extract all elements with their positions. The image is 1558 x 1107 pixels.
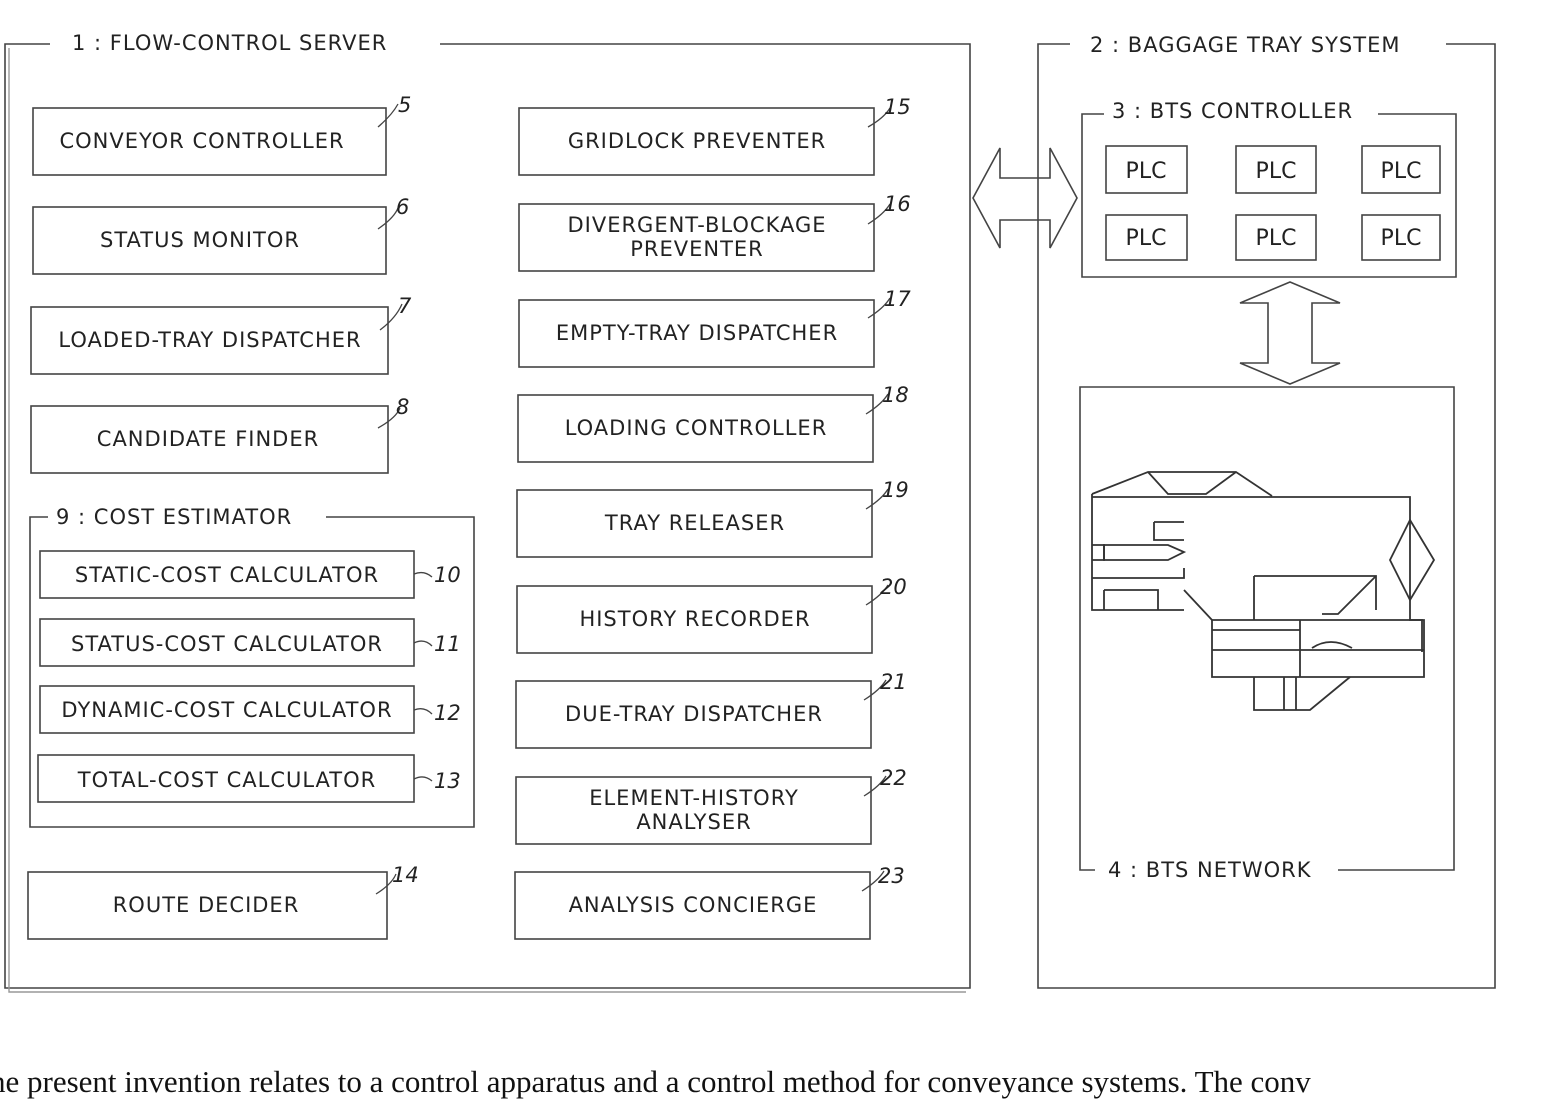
plc-unit: PLC [1236, 215, 1316, 260]
ref-number: 8 [396, 395, 409, 419]
ref-number: 10 [434, 563, 461, 587]
module-label-line2: PREVENTER [630, 237, 764, 261]
module-status-monitor: STATUS MONITOR 6 [33, 195, 409, 274]
plc-unit: PLC [1362, 146, 1440, 193]
controller-network-link-arrow [1240, 282, 1340, 384]
module-history-recorder: HISTORY RECORDER 20 [517, 575, 907, 653]
calculator-label: STATIC-COST CALCULATOR [75, 563, 379, 587]
module-analysis-concierge: ANALYSIS CONCIERGE 23 [515, 864, 905, 939]
module-label: ANALYSIS CONCIERGE [569, 893, 818, 917]
module-label: TRAY RELEASER [604, 511, 785, 535]
module-label: GRIDLOCK PREVENTER [568, 129, 826, 153]
module-label: LOADED-TRAY DISPATCHER [58, 328, 361, 352]
module-label: DUE-TRAY DISPATCHER [565, 702, 823, 726]
plc-label: PLC [1256, 226, 1297, 251]
ref-number: 21 [880, 670, 907, 694]
module-label: DIVERGENT-BLOCKAGE [567, 213, 826, 237]
plc-label: PLC [1126, 226, 1167, 251]
bts-network-title: 4 : BTS NETWORK [1108, 858, 1312, 882]
dynamic-cost-calculator: DYNAMIC-COST CALCULATOR 12 [40, 686, 461, 733]
module-label: STATUS MONITOR [100, 228, 300, 252]
plc-unit: PLC [1106, 215, 1187, 260]
calculator-label: DYNAMIC-COST CALCULATOR [61, 698, 392, 722]
conveyor-network-drawing [1092, 472, 1434, 710]
body-text-caption: he present invention relates to a contro… [0, 1064, 1558, 1100]
cost-estimator-title: 9 : COST ESTIMATOR [56, 505, 292, 529]
total-cost-calculator: TOTAL-COST CALCULATOR 13 [38, 755, 461, 802]
module-label: CONVEYOR CONTROLLER [59, 129, 344, 153]
plc-label: PLC [1381, 159, 1422, 184]
module-route-decider: ROUTE DECIDER 14 [28, 863, 419, 939]
ref-number: 22 [880, 766, 907, 790]
module-empty-tray-dispatcher: EMPTY-TRAY DISPATCHER 17 [519, 287, 911, 367]
flow-control-server-title: 1 : FLOW-CONTROL SERVER [72, 31, 387, 55]
bts-controller: 3 : BTS CONTROLLER PLC PLC PLC PLC PLC [1082, 99, 1456, 277]
server-bts-link-arrow [973, 148, 1077, 248]
calculator-label: STATUS-COST CALCULATOR [71, 632, 383, 656]
plc-unit: PLC [1362, 215, 1440, 260]
ref-number: 23 [878, 864, 905, 888]
plc-label: PLC [1126, 159, 1167, 184]
ref-number: 13 [434, 769, 461, 793]
ref-number: 6 [396, 195, 409, 219]
ref-number: 19 [882, 478, 909, 502]
plc-unit: PLC [1236, 146, 1316, 193]
module-label-line2: ANALYSER [636, 810, 751, 834]
module-due-tray-dispatcher: DUE-TRAY DISPATCHER 21 [516, 670, 907, 748]
module-loaded-tray-dispatcher: LOADED-TRAY DISPATCHER 7 [31, 294, 412, 374]
baggage-tray-system-title: 2 : BAGGAGE TRAY SYSTEM [1090, 33, 1400, 57]
flow-control-server: 1 : FLOW-CONTROL SERVER CONVEYOR CONTROL… [5, 31, 970, 992]
plc-label: PLC [1381, 226, 1422, 251]
bts-network: 4 : BTS NETWORK [1080, 387, 1454, 882]
module-conveyor-controller: CONVEYOR CONTROLLER 5 [33, 93, 411, 175]
plc-label: PLC [1256, 159, 1297, 184]
ref-number: 15 [884, 95, 911, 119]
calculator-label: TOTAL-COST CALCULATOR [77, 768, 376, 792]
ref-number: 7 [398, 294, 412, 318]
module-label: LOADING CONTROLLER [565, 416, 828, 440]
ref-number: 11 [434, 632, 461, 656]
ref-number: 17 [884, 287, 911, 311]
module-label: EMPTY-TRAY DISPATCHER [556, 321, 838, 345]
module-candidate-finder: CANDIDATE FINDER 8 [31, 395, 409, 473]
static-cost-calculator: STATIC-COST CALCULATOR 10 [40, 551, 461, 598]
baggage-tray-system: 2 : BAGGAGE TRAY SYSTEM 3 : BTS CONTROLL… [1038, 33, 1495, 988]
cost-estimator: 9 : COST ESTIMATOR STATIC-COST CALCULATO… [30, 505, 474, 827]
ref-number: 16 [884, 192, 911, 216]
module-tray-releaser: TRAY RELEASER 19 [517, 478, 909, 557]
module-gridlock-preventer: GRIDLOCK PREVENTER 15 [519, 95, 911, 175]
module-label: ROUTE DECIDER [113, 893, 300, 917]
ref-number: 5 [398, 93, 411, 117]
module-label: ELEMENT-HISTORY [589, 786, 799, 810]
ref-number: 14 [392, 863, 419, 887]
plc-unit: PLC [1106, 146, 1187, 193]
bts-controller-title: 3 : BTS CONTROLLER [1112, 99, 1353, 123]
module-element-history-analyser: ELEMENT-HISTORY ANALYSER 22 [516, 766, 907, 844]
module-divergent-blockage-preventer: DIVERGENT-BLOCKAGE PREVENTER 16 [519, 192, 911, 271]
ref-number: 20 [880, 575, 907, 599]
status-cost-calculator: STATUS-COST CALCULATOR 11 [40, 619, 461, 666]
module-loading-controller: LOADING CONTROLLER 18 [518, 383, 909, 462]
ref-number: 12 [434, 701, 461, 725]
module-label: CANDIDATE FINDER [97, 427, 319, 451]
module-label: HISTORY RECORDER [579, 607, 810, 631]
ref-number: 18 [882, 383, 909, 407]
